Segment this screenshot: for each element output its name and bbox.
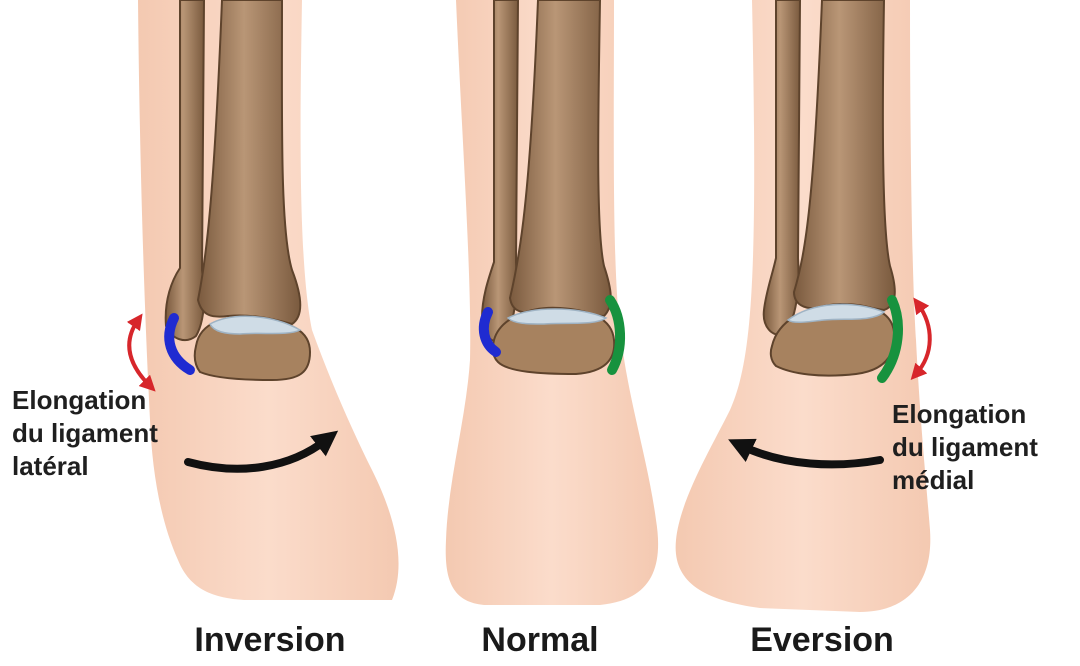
panel-eversion [676,0,931,612]
stretch-arrow-icon [916,304,930,374]
panel-label-normal: Normal [450,618,630,662]
annotation-line-3: latéral [12,450,158,483]
panel-normal [446,0,658,605]
annotation-line-1: Elongation [892,398,1038,431]
panel-label-eversion: Eversion [722,618,922,662]
panel-label-inversion: Inversion [170,618,370,662]
talus-bone [195,316,310,380]
annotation-line-2: du ligament [892,431,1038,464]
annotation-line-2: du ligament [12,417,158,450]
panel-inversion [129,0,398,600]
talus-bone [493,308,614,374]
annotation-line-1: Elongation [12,384,158,417]
annotation-line-3: médial [892,464,1038,497]
lateral-ligament-annotation: Elongation du ligament latéral [12,384,158,483]
medial-ligament-annotation: Elongation du ligament médial [892,398,1038,497]
